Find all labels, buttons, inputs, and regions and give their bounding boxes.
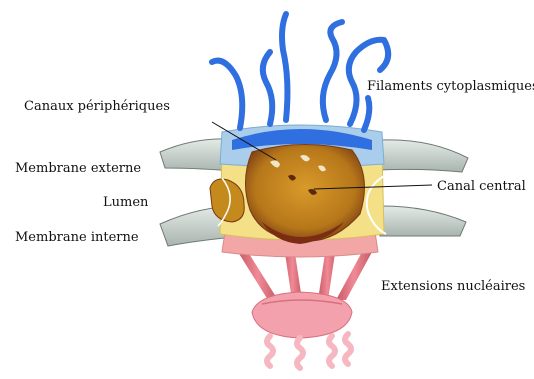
label-membrane-externe: Membrane externe xyxy=(15,161,141,177)
label-canal-central: Canal central xyxy=(437,179,526,195)
label-lumen: Lumen xyxy=(103,195,148,211)
label-extensions-nucleaires: Extensions nucléaires xyxy=(381,279,525,295)
cytoplasmic-filaments xyxy=(212,14,388,130)
label-canaux-peripheriques: Canaux périphériques xyxy=(24,99,170,115)
label-filaments-cytoplasmiques: Filaments cytoplasmiques xyxy=(367,79,534,95)
label-membrane-interne: Membrane interne xyxy=(15,230,139,246)
nuclear-basket-ring xyxy=(252,292,352,338)
nuclear-basket-filaments xyxy=(267,334,351,368)
